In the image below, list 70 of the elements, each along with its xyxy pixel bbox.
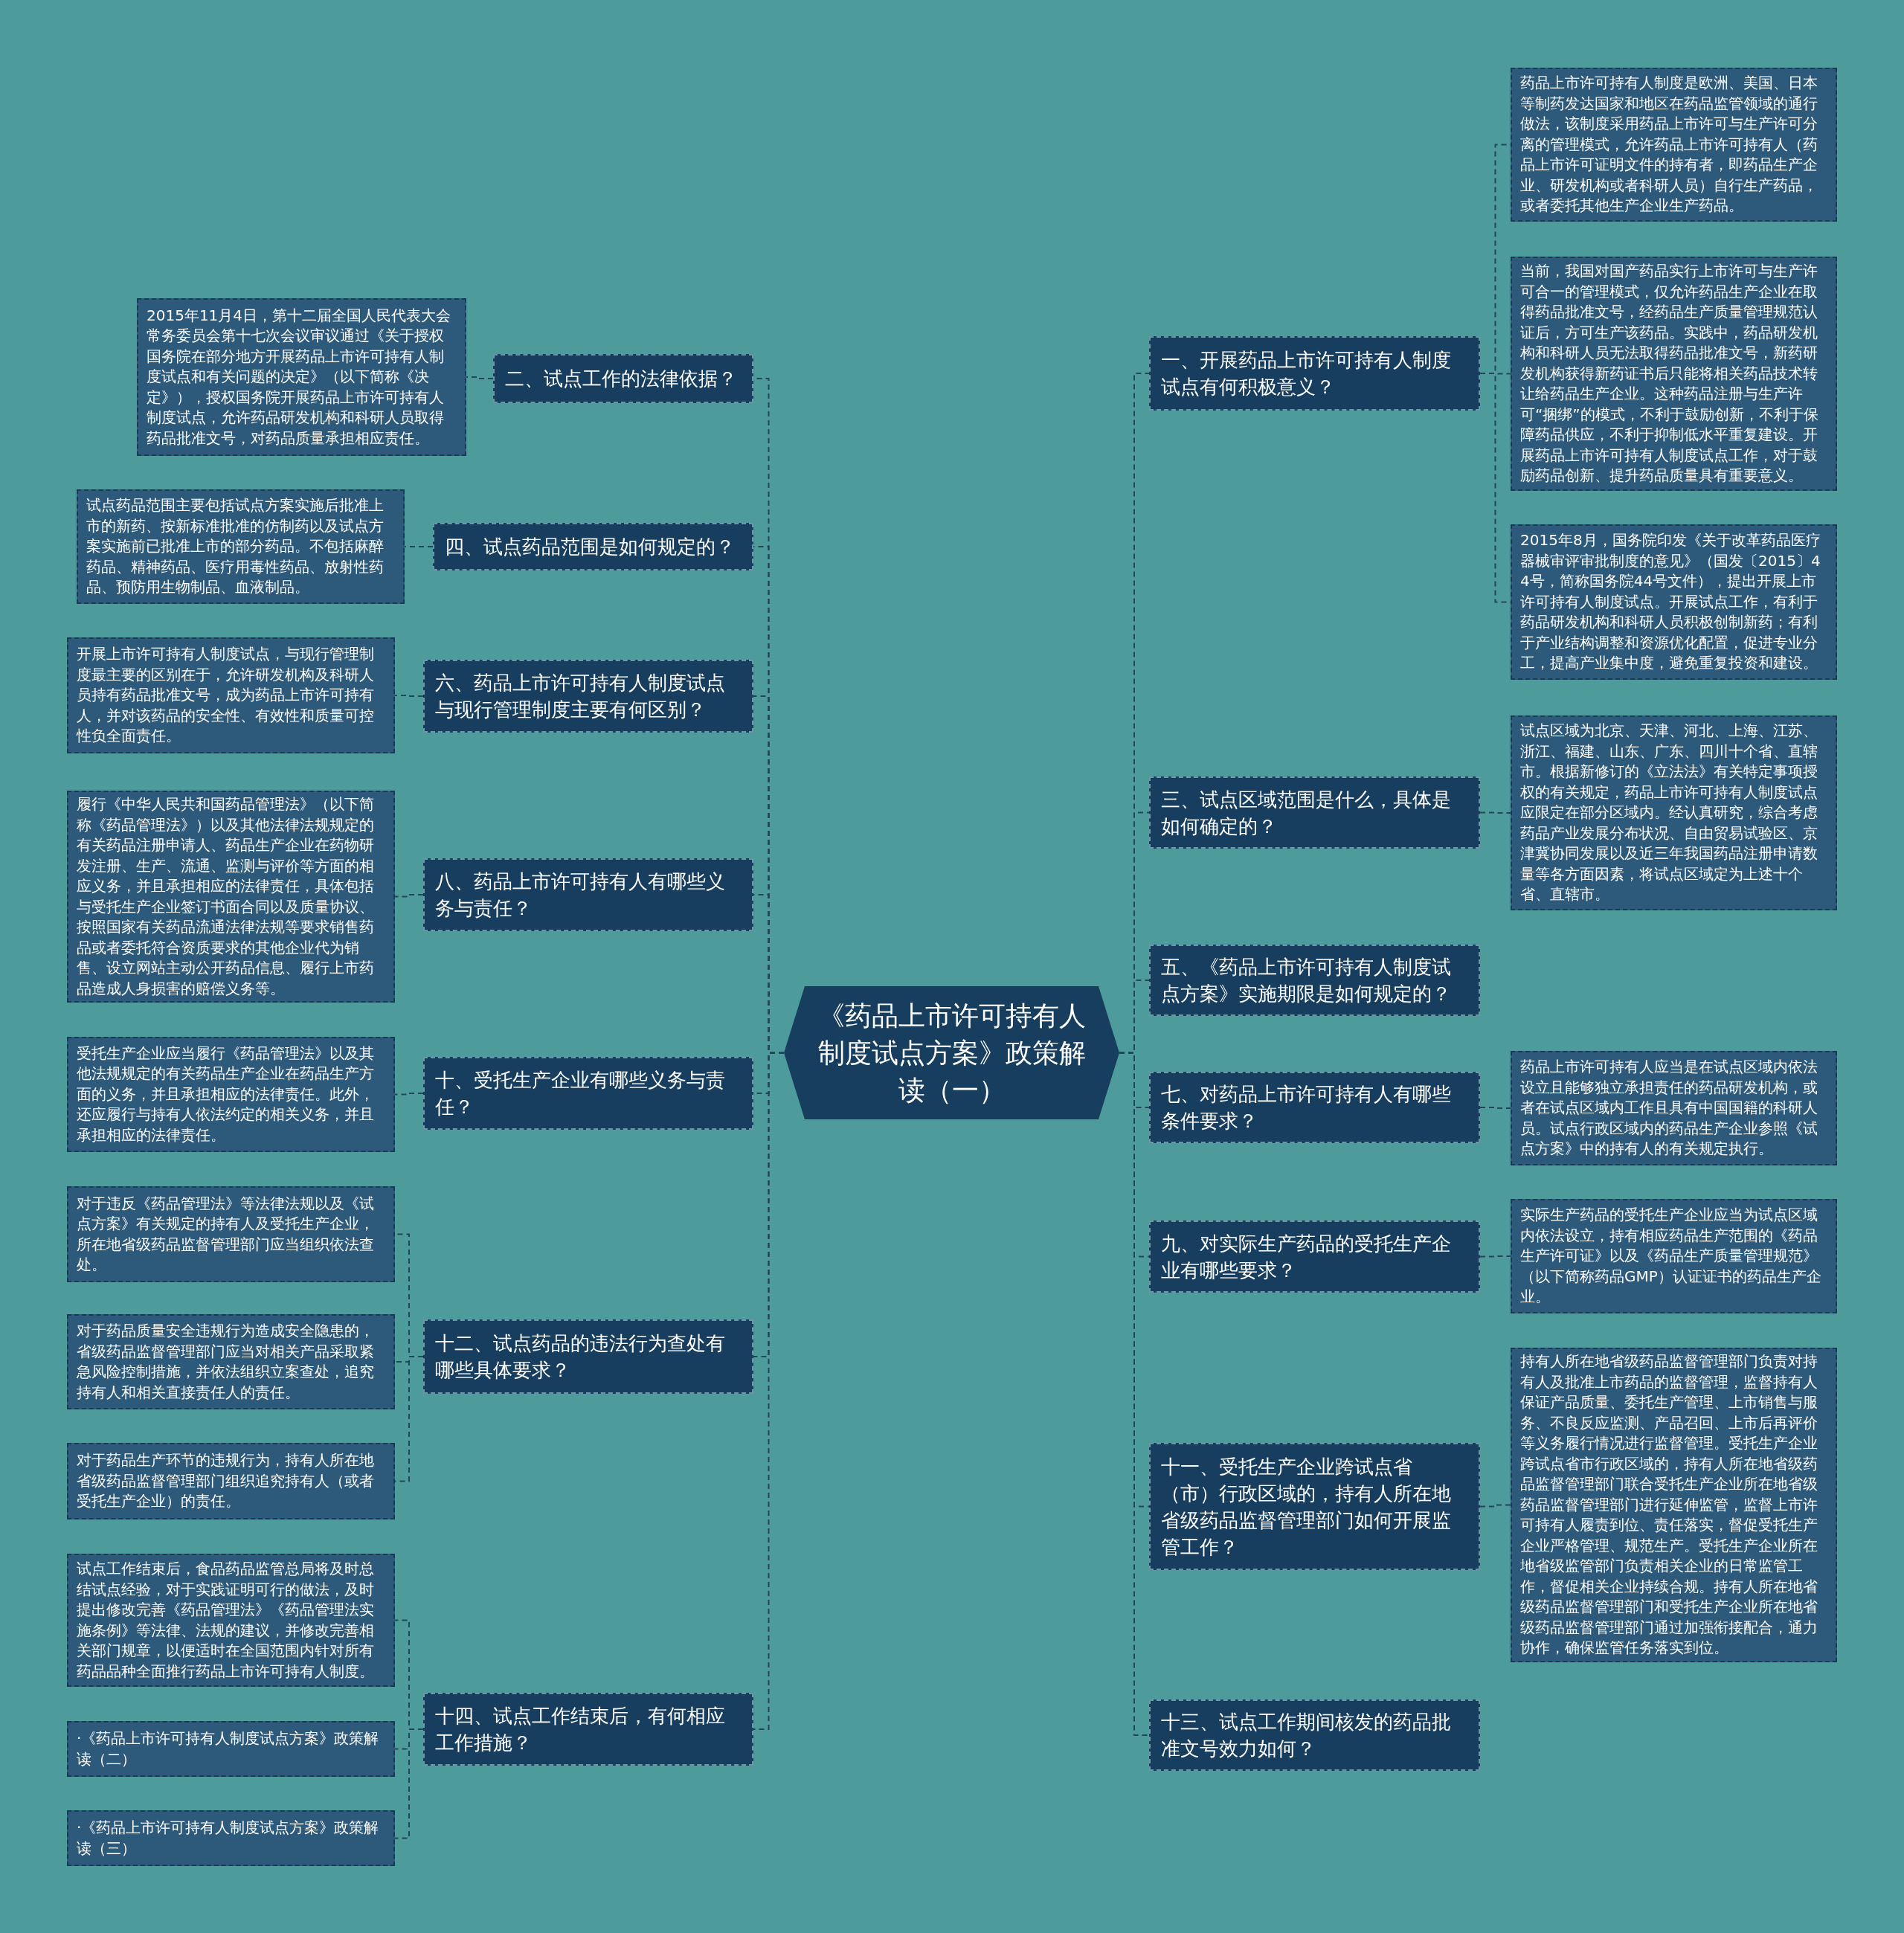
- question-text: 十二、试点药品的违法行为查处有哪些具体要求？: [435, 1331, 726, 1383]
- answer-box: [137, 298, 466, 456]
- question-box: [493, 354, 753, 403]
- question-text: 二、试点工作的法律依据？: [505, 367, 738, 391]
- answer-box: [67, 1810, 395, 1866]
- answer-text: 药品上市许可持有人应当是在试点区域内依法设立且能够独立承担责任的药品研发机构，或者在试点区域内工作且具有中国国籍的科研人员。试点行政区域内的药品生产企业参照《试点方案》中的持有人的有关规定执行。: [1520, 1057, 1818, 1160]
- answer-text: 受托生产企业应当履行《药品管理法》以及其他法规规定的有关药品生产企业在药品生产方面的义务，并且承担相应的法律责任。此外，还应履行与持有人依法约定的相关义务，并且承担相应的法律责任。: [77, 1043, 375, 1145]
- connector-line: [404, 546, 434, 547]
- answer-text: 试点药品范围主要包括试点方案实施后批准上市的新药、按新标准批准的仿制药以及试点方案实施前已批准上市的部分药品。不包括麻醉药品、精神药品、医疗用毒性药品、放射性药品、预防用生物制品、血液制品。: [86, 495, 385, 598]
- answer-text: 试点区域为北京、天津、河北、上海、江苏、浙江、福建、山东、广东、四川十个省、直辖市。根据新修订的《立法法》有关特定事项授权的有关规定，药品上市许可持有人制度试点应限定在部分区域内。经认真研究，综合考虑药品产业发展分布状况、自由贸易试验区、京津冀协同发展以及近三年我国药品注册申请数量等各方面因素，将试点区域定为上述十个省、直辖市。: [1520, 721, 1818, 905]
- answer-text: 对于药品质量安全违规行为造成安全隐患的，省级药品监督管理部门应当对相关产品采取紧急风险控制措施，并依法组织立案查处，追究持有人和相关直接责任人的责任。: [77, 1321, 375, 1403]
- question-text: 七、对药品上市许可持有人有哪些条件要求？: [1161, 1082, 1452, 1133]
- answer-box: [67, 1314, 395, 1409]
- answer-box: [67, 1186, 395, 1282]
- answer-text: ·《药品上市许可持有人制度试点方案》政策解读（三）: [77, 1818, 380, 1859]
- connector-line: [394, 1728, 424, 1839]
- answer-box: [67, 1554, 395, 1687]
- question-box: [1149, 336, 1480, 411]
- question-text: 五、《药品上市许可持有人制度试点方案》实施期限是如何规定的？: [1161, 955, 1452, 1006]
- connector-line: [1479, 1504, 1511, 1508]
- answer-text: 2015年8月，国务院印发《关于改革药品医疗器械审评审批制度的意见》（国发〔2015〕44号，简称国务院44号文件），提出开展上市许可持有人制度试点。开展试点工作，有利于药品研发机构和科研人员积极创制新药；有利于产业结构调整和资源优化配置，促进专业分工，提高产业集中度，避免重复投资和建设。: [1520, 530, 1821, 674]
- connector-line: [394, 695, 424, 697]
- question-box: [1149, 776, 1480, 849]
- answer-text: 开展上市许可持有人制度试点，与现行管理制度最主要的区别在于，允许研发机构及科研人员持有药品批准文号，成为药品上市许可持有人，并对该药品的安全性、有效性和质量可控性负全面责任。: [77, 644, 375, 747]
- question-box: [1149, 945, 1480, 1016]
- answer-box: [1511, 1051, 1837, 1165]
- question-text: 一、开展药品上市许可持有人制度试点有何积极意义？: [1161, 348, 1452, 399]
- question-text: 四、试点药品范围是如何规定的？: [445, 535, 736, 559]
- question-box: [1149, 1220, 1480, 1293]
- question-text: 十四、试点工作结束后，有何相应工作措施？: [435, 1704, 726, 1755]
- answer-box: [1511, 1199, 1837, 1313]
- question-box: [433, 523, 753, 570]
- answer-text: 药品上市许可持有人制度是欧洲、美国、日本等制药发达国家和地区在药品监管领域的通行做法，该制度采用药品上市许可与生产许可分离的管理模式，允许药品上市许可持有人（药品上市许可证明文件的持有者，即药品生产企业、研发机构或者科研人员）自行生产药品，或者委托其他生产企业生产药品。: [1520, 73, 1818, 216]
- connector-line: [1479, 811, 1511, 814]
- question-text: 九、对实际生产药品的受托生产企业有哪些要求？: [1161, 1231, 1452, 1283]
- answer-text: 当前，我国对国产药品实行上市许可与生产许可合一的管理模式，仅允许药品生产企业在取得药品批准文号，经药品生产质量管理规范认证后，方可生产该药品。实践中，药品研发机构和科研人员无法取得药品批准文号，新药研发机构获得新药证书后只能将相关药品技术转让给药品生产企业。这种药品注册与生产许可“捆绑”的模式，不利于鼓励创新，不利于保障药品供应，不利于抑制低水平重复建设。开展药品上市许可持有人制度试点工作，对于鼓励药品创新、提升药品质量具有重要意义。: [1520, 261, 1819, 486]
- question-box: [1149, 1443, 1480, 1570]
- answer-text: 持有人所在地省级药品监督管理部门负责对持有人及批准上市药品的监督管理，监督持有人保证产品质量、委托生产管理、上市销售与服务、不良反应监测、产品召回、上市后再评价等义务履行情况进行监督管理。受托生产企业跨试点省市行政区域的，持有人所在地省级药品监督管理部门联合受托生产企业所在地省级药品监督管理部门进行延伸监管，监督上市许可持有人履责到位、责任落实，督促受托生产企业严格管理、规范生产。受托生产企业所在地省级监管部门负责相关企业的日常监管工作，督促相关企业持续合规。持有人所在地省级药品监督管理部门和受托生产企业所在地省级药品监督管理部门通过加强衔接配合，通力协作，确保监管任务落实到位。: [1520, 1351, 1818, 1659]
- connector-line: [466, 376, 494, 379]
- answer-text: 2015年11月4日，第十二届全国人民代表大会常务委员会第十七次会议审议通过《关于授权国务院在部分地方开展药品上市许可持有人制度试点和有关问题的决定》（以下简称《决定》），授权国务院开展药品上市许可持有人制度试点，允许药品研发机构和科研人员取得药品批准文号，对药品质量承担相应责任。: [147, 305, 452, 448]
- answer-text: 履行《中华人民共和国药品管理法》（以下简称《药品管理法》）以及其他法律法规规定的有关药品注册申请人、药品生产企业在药物研发注册、生产、流通、监测与评价等方面的相应义务，并且承担相应的法律责任，具体包括与受托生产企业签订书面合同以及质量协议、按照国家有关药品流通法律法规等要求销售药品或者委托符合资质要求的其他企业代为销售、设立网站主动公开药品信息、履行上市药品造成人身损害的赔偿义务等。: [77, 794, 375, 999]
- central-topic-hexagon: [784, 986, 1119, 1119]
- question-text: 十一、受托生产企业跨试点省（市）行政区域的，持有人所在地省级药品监督管理部门如何开展监管工作？: [1161, 1454, 1452, 1560]
- question-box: [1149, 1072, 1480, 1143]
- question-text: 三、试点区域范围是什么，具体是如何确定的？: [1161, 787, 1452, 839]
- question-text: 六、药品上市许可持有人制度试点与现行管理制度主要有何区别？: [435, 671, 726, 722]
- answer-box: [77, 489, 405, 604]
- answer-box: [67, 1037, 395, 1152]
- answer-box: [67, 1443, 395, 1519]
- answer-box: [67, 637, 395, 753]
- question-text: 八、药品上市许可持有人有哪些义务与责任？: [435, 869, 726, 921]
- answer-text: 试点工作结束后，食品药品监管总局将及时总结试点经验，对于实践证明可行的做法，及时提出修改完善《药品管理法》《药品管理法实施条例》等法律、法规的建议，并修改完善相关部门规章，以便适时在全国范围内针对所有药品品种全面推行药品上市许可持有人制度。: [77, 1559, 375, 1682]
- question-box: [423, 1057, 753, 1130]
- answer-text: ·《药品上市许可持有人制度试点方案》政策解读（二）: [77, 1728, 380, 1769]
- question-box: [423, 660, 753, 733]
- connector-line: [1479, 1255, 1511, 1258]
- connector-line: [1479, 1107, 1511, 1109]
- central-topic-text: 《药品上市许可持有人制度试点方案》政策解读（一）: [817, 999, 1087, 1107]
- answer-text: 实际生产药品的受托生产企业应当为试点区域内依法设立，持有相应药品生产范围的《药品生产许可证》以及《药品生产质量管理规范》（以下简称药品GMP）认证证书的药品生产企业。: [1520, 1205, 1822, 1308]
- question-box: [1149, 1699, 1480, 1771]
- question-text: 十三、试点工作期间核发的药品批准文号效力如何？: [1161, 1710, 1452, 1761]
- question-box: [423, 1319, 753, 1394]
- connector-line: [394, 894, 424, 898]
- answer-text: 对于药品生产环节的违规行为，持有人所在地省级药品监督管理部门组织追究持有人（或者受托生产企业）的责任。: [77, 1450, 375, 1512]
- answer-text: 对于违反《药品管理法》等法律法规以及《试点方案》有关规定的持有人及受托生产企业，所在地省级药品监督管理部门应当组织依法查处。: [77, 1193, 375, 1275]
- connector-line: [394, 1093, 424, 1096]
- question-box: [423, 1693, 753, 1766]
- question-box: [423, 858, 753, 931]
- answer-box: [67, 1721, 395, 1777]
- question-text: 十、受托生产企业有哪些义务与责任？: [435, 1068, 726, 1119]
